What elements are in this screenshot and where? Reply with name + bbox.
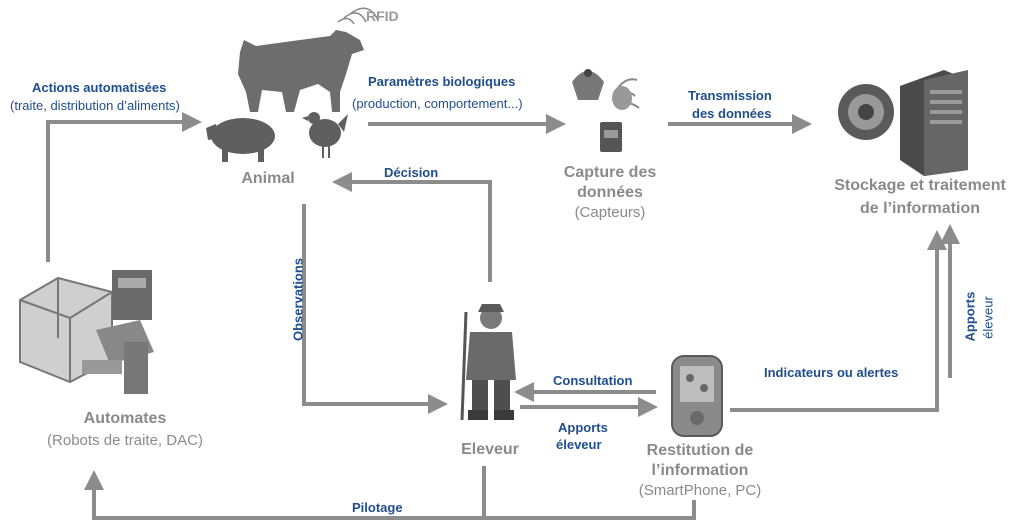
pig-icon [206, 118, 275, 162]
animal-label: Animal [241, 170, 295, 187]
sensor-icon [572, 69, 640, 152]
server-icon [838, 70, 968, 176]
transmission-label-line2: des données [692, 106, 772, 121]
observations-label: Observations [290, 257, 306, 342]
storage-title-line1: Stockage et traitement [834, 177, 1006, 194]
farmer-icon [460, 304, 516, 421]
arrow-observations [302, 204, 448, 414]
capture-title-line2: données [577, 184, 643, 201]
capture-title-line1: Capture des [563, 164, 657, 181]
pilotage-label: Pilotage [352, 500, 403, 515]
capture-sub: (Capteurs) [574, 204, 646, 221]
consultation-label: Consultation [553, 373, 633, 388]
actions-label-line1: Actions automatisées [32, 80, 167, 95]
arrow-decision [332, 172, 492, 282]
rfid-label: RFID [366, 8, 399, 24]
parametres-label-line1: Paramètres biologiques [368, 74, 516, 89]
transmission-label-line1: Transmission [688, 88, 772, 103]
parametres-label-line2: (production, comportement...) [352, 96, 523, 111]
restitution-title-line1: Restitution de [646, 442, 754, 459]
indicateurs-label: Indicateurs ou alertes [764, 365, 899, 380]
arrow-actions [46, 112, 202, 262]
apports-right-line1: Apports [962, 291, 978, 342]
chicken-icon [302, 112, 348, 158]
automates-title: Automates [83, 410, 167, 427]
restitution-title-line2: l’information [651, 462, 749, 479]
actions-label-line2: (traite, distribution d’aliments) [10, 98, 180, 113]
apports-bottom-line1: Apports [558, 420, 608, 435]
cow-icon [238, 7, 379, 112]
apports-right-line2: éleveur [980, 296, 996, 339]
arrow-pilotage [84, 470, 696, 520]
decision-label: Décision [384, 165, 439, 180]
smartphone-icon [671, 355, 723, 437]
storage-title-line2: de l’information [860, 200, 980, 217]
eleveur-label: Eleveur [461, 441, 519, 458]
apports-bottom-line2: éleveur [556, 437, 602, 452]
restitution-sub: (SmartPhone, PC) [638, 482, 762, 499]
robot-icon [19, 270, 154, 394]
automates-sub: (Robots de traite, DAC) [47, 432, 203, 449]
arrow-indicateurs [730, 230, 947, 412]
